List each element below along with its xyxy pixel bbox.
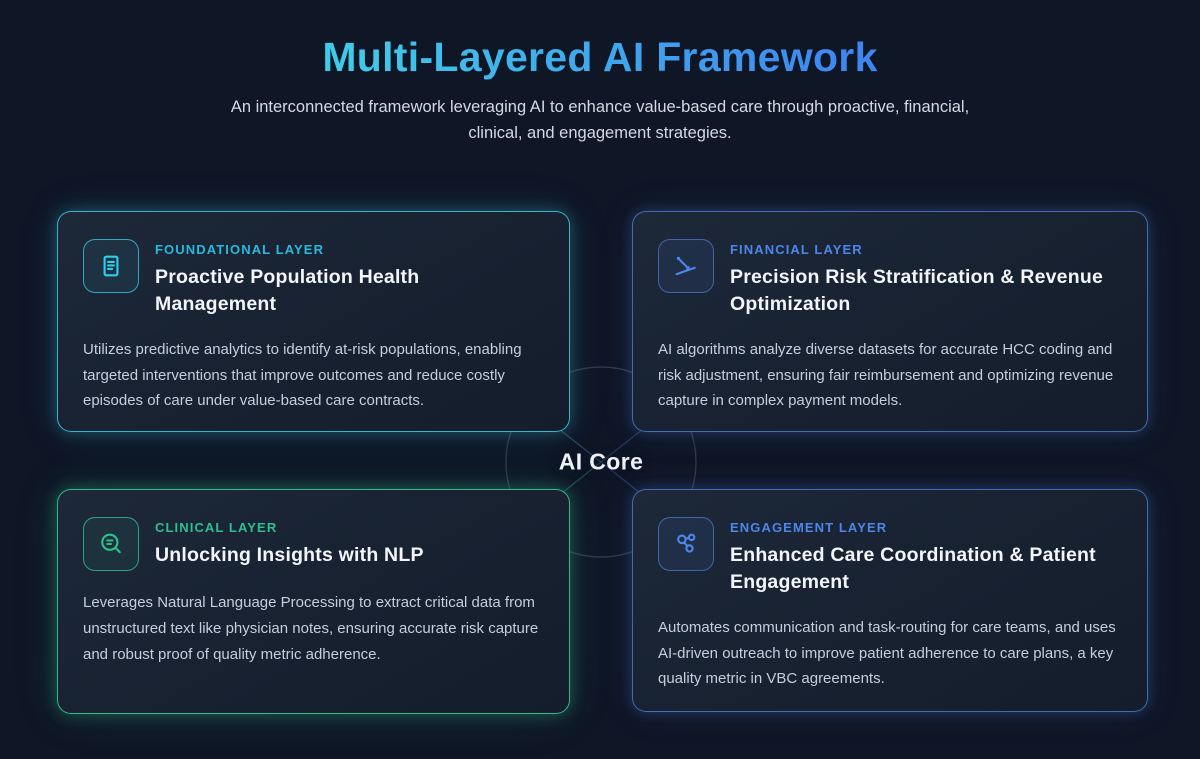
linked-nodes-icon: [658, 517, 714, 571]
card-description: Utilizes predictive analytics to identif…: [83, 340, 522, 410]
card-title: Proactive Population Health Management: [155, 266, 420, 315]
page-title: Multi-Layered AI Framework: [322, 34, 878, 80]
card-description: AI algorithms analyze diverse datasets f…: [658, 340, 1114, 410]
ai-core-label: AI Core: [558, 448, 644, 475]
page-subtitle: An interconnected framework leveraging A…: [230, 98, 970, 143]
card-header: FINANCIAL LAYER Precision Risk Stratific…: [658, 239, 1122, 318]
layer-label: CLINICAL LAYER: [155, 520, 278, 535]
card-header: FOUNDATIONAL LAYER Proactive Population …: [83, 239, 544, 318]
card-header: CLINICAL LAYER Unlocking Insights with N…: [83, 517, 544, 571]
card-clinical-layer: CLINICAL LAYER Unlocking Insights with N…: [57, 489, 570, 714]
card-header: ENGAGEMENT LAYER Enhanced Care Coordinat…: [658, 517, 1122, 596]
card-title: Enhanced Care Coordination & Patient Eng…: [730, 544, 1096, 593]
text-search-icon: [83, 517, 139, 571]
layer-label: FOUNDATIONAL LAYER: [155, 242, 325, 257]
card-foundational-layer: FOUNDATIONAL LAYER Proactive Population …: [57, 211, 570, 432]
card-description: Leverages Natural Language Processing to…: [83, 594, 539, 663]
card-description: Automates communication and task-routing…: [658, 618, 1116, 688]
page-header: Multi-Layered AI Framework An interconne…: [0, 34, 1200, 147]
card-financial-layer: FINANCIAL LAYER Precision Risk Stratific…: [632, 211, 1148, 432]
card-title: Unlocking Insights with NLP: [155, 544, 424, 566]
layer-label: FINANCIAL LAYER: [730, 242, 863, 257]
document-list-icon: [83, 239, 139, 293]
trend-chart-icon: [658, 239, 714, 293]
card-title: Precision Risk Stratification & Revenue …: [730, 266, 1103, 315]
layer-label: ENGAGEMENT LAYER: [730, 520, 888, 535]
card-engagement-layer: ENGAGEMENT LAYER Enhanced Care Coordinat…: [632, 489, 1148, 712]
